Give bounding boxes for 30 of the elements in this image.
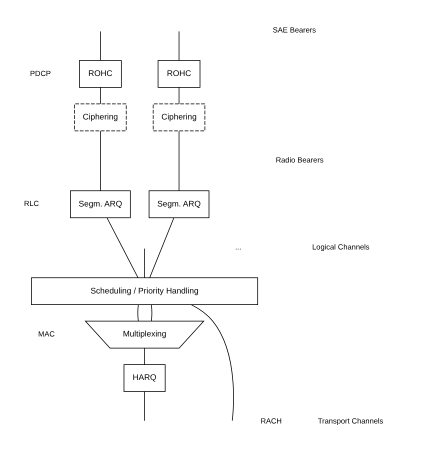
node-box: ROHC xyxy=(79,60,122,88)
label: SAE Bearers xyxy=(272,24,316,34)
connector xyxy=(144,347,145,364)
connector xyxy=(106,217,138,278)
label: RLC xyxy=(24,198,39,208)
connector xyxy=(144,390,145,421)
label: ... xyxy=(235,242,242,252)
node-box: Segm. ARQ xyxy=(148,190,210,218)
connector xyxy=(150,304,152,322)
node-box: Ciphering xyxy=(74,103,127,131)
connector xyxy=(144,248,145,278)
label: RACH xyxy=(260,416,282,425)
connector xyxy=(178,130,180,191)
connector xyxy=(137,304,139,322)
node-box: Segm. ARQ xyxy=(70,190,131,218)
connector xyxy=(100,86,101,104)
label: MAC xyxy=(38,328,55,338)
connector xyxy=(178,86,180,104)
label: Transport Channels xyxy=(318,416,384,425)
connector xyxy=(100,30,101,60)
connector xyxy=(178,30,180,60)
node-box: HARQ xyxy=(124,364,166,392)
label: PDCP xyxy=(30,68,51,78)
node-box: ROHC xyxy=(158,60,200,88)
connector xyxy=(149,217,174,278)
node-box: Ciphering xyxy=(152,103,206,131)
node-box: Scheduling / Priority Handling xyxy=(31,276,258,305)
label: Logical Channels xyxy=(312,242,370,252)
connector xyxy=(100,130,101,191)
label: Radio Bearers xyxy=(276,155,324,164)
